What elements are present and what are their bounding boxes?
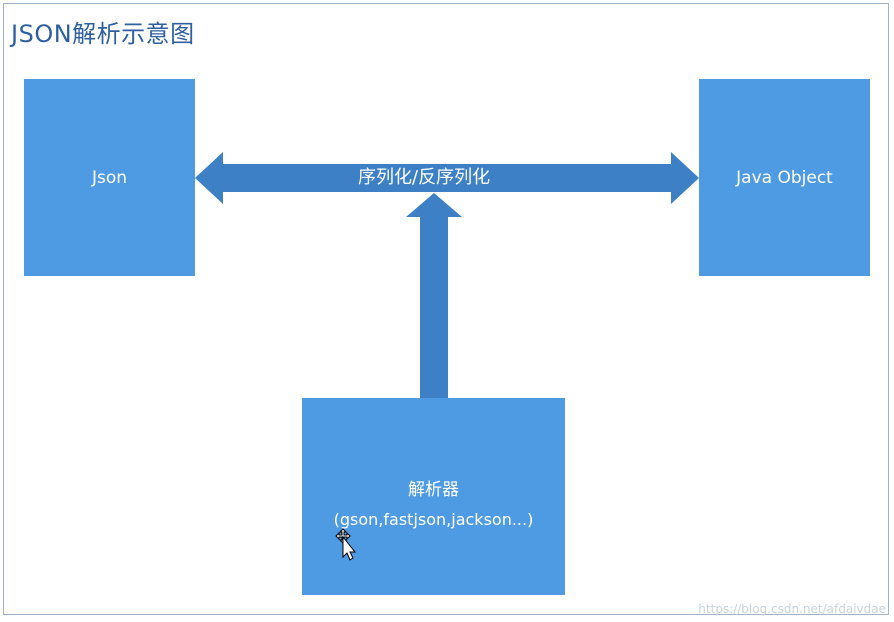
parser-node-title: 解析器 bbox=[408, 479, 459, 500]
arrow-label: 序列化/反序列化 bbox=[358, 167, 491, 188]
java-object-node: Java Object bbox=[699, 79, 870, 276]
parser-node-libraries: (gson,fastjson,jackson...) bbox=[333, 509, 534, 529]
json-node: Json bbox=[24, 79, 195, 276]
java-object-node-label: Java Object bbox=[736, 167, 833, 188]
diagram-title: JSON解析示意图 bbox=[11, 20, 195, 48]
watermark: https://blog.csdn.net/afdaivdae bbox=[698, 602, 886, 616]
json-node-label: Json bbox=[91, 167, 128, 188]
vertical-arrow bbox=[406, 193, 462, 398]
parser-node: 解析器 (gson,fastjson,jackson...) bbox=[302, 398, 565, 595]
double-headed-arrow bbox=[195, 152, 699, 204]
move-cursor-icon bbox=[335, 528, 357, 561]
